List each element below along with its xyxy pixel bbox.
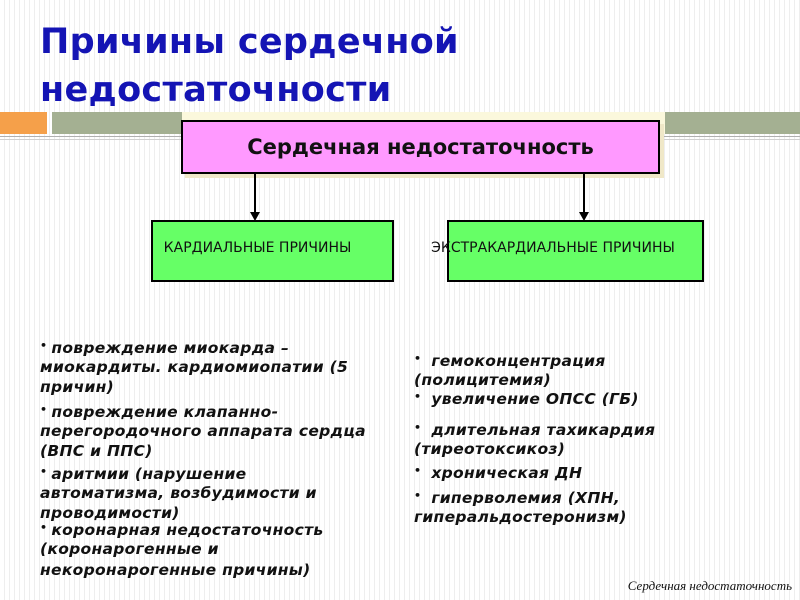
list-item-text: некоронарогенные причины) bbox=[40, 561, 311, 579]
accent-bar-green-right bbox=[665, 112, 800, 134]
list-item-text: гемоконцентрация bbox=[431, 352, 606, 370]
list-item-text: повреждение клапанно- bbox=[51, 403, 279, 421]
slide-footer: Сердечная недостаточность bbox=[627, 578, 792, 593]
list-item-text: перегородочного аппарата сердца bbox=[40, 422, 366, 440]
accent-bar-green-left bbox=[52, 112, 182, 134]
arrow-down-icon bbox=[250, 212, 260, 221]
list-item-text: проводимости) bbox=[40, 504, 180, 522]
list-item-text: гиперальдостеронизм) bbox=[414, 508, 627, 526]
list-item-line: •коронарная недостаточность bbox=[40, 518, 323, 540]
list-item-line: гиперальдостеронизм) bbox=[414, 507, 627, 527]
list-item-text: (ВПС и ППС) bbox=[40, 442, 153, 460]
bullet-icon: • bbox=[414, 421, 422, 434]
list-item-line: миокардиты. кардиомиопатии (5 bbox=[40, 357, 348, 377]
bullet-icon: • bbox=[40, 339, 48, 352]
bullet-icon: • bbox=[40, 465, 48, 478]
list-item-text: (тиреотоксикоз) bbox=[414, 440, 566, 458]
bullet-icon: • bbox=[414, 390, 422, 403]
list-item-text: (полицитемия) bbox=[414, 371, 551, 389]
cardiac-causes-box: КАРДИАЛЬНЫЕ ПРИЧИНЫ bbox=[151, 220, 394, 282]
slide-title-line1: Причины сердечной bbox=[40, 22, 459, 62]
extracardiac-causes-label: ЭКСТРАКАРДИАЛЬНЫЕ ПРИЧИНЫ bbox=[431, 240, 675, 256]
list-item-text: коронарная недостаточность bbox=[51, 521, 324, 539]
list-item-text: гиперволемия (ХПН, bbox=[431, 489, 621, 507]
list-item-line: • гемоконцентрация bbox=[414, 349, 606, 371]
list-item-text: аритмии (нарушение bbox=[51, 465, 247, 483]
list-item-line: (тиреотоксикоз) bbox=[414, 439, 565, 459]
list-item-line: проводимости) bbox=[40, 503, 180, 523]
slide-title-line2: недостаточности bbox=[40, 70, 392, 110]
list-item-text: повреждение миокарда – bbox=[51, 339, 290, 357]
list-item-line: перегородочного аппарата сердца bbox=[40, 421, 366, 441]
list-item-line: •повреждение миокарда – bbox=[40, 336, 289, 358]
list-item-line: (полицитемия) bbox=[414, 370, 551, 390]
list-item-line: • длительная тахикардия bbox=[414, 418, 655, 440]
list-item-line: • хроническая ДН bbox=[414, 461, 582, 483]
list-item-text: миокардиты. кардиомиопатии (5 bbox=[40, 358, 349, 376]
list-item-text: хроническая ДН bbox=[431, 464, 583, 482]
extracardiac-causes-box: ЭКСТРАКАРДИАЛЬНЫЕ ПРИЧИНЫ bbox=[431, 220, 704, 282]
list-item-line: автоматизма, возбудимости и bbox=[40, 483, 317, 503]
list-item-text: длительная тахикардия bbox=[431, 421, 656, 439]
list-item-text: автоматизма, возбудимости и bbox=[40, 484, 317, 502]
list-item-line: • увеличение ОПСС (ГБ) bbox=[414, 387, 639, 409]
cardiac-causes-label: КАРДИАЛЬНЫЕ ПРИЧИНЫ bbox=[163, 240, 352, 256]
list-item-text: увеличение ОПСС (ГБ) bbox=[431, 390, 639, 408]
connector-line-left bbox=[254, 174, 256, 214]
list-item-line: некоронарогенные причины) bbox=[40, 560, 310, 580]
accent-bar-orange bbox=[0, 112, 47, 134]
arrow-down-icon bbox=[579, 212, 589, 221]
bullet-icon: • bbox=[40, 521, 48, 534]
list-item-line: (ВПС и ППС) bbox=[40, 441, 153, 461]
bullet-icon: • bbox=[414, 464, 422, 477]
list-item-line: •аритмии (нарушение bbox=[40, 462, 246, 484]
bullet-icon: • bbox=[40, 403, 48, 416]
list-item-line: •повреждение клапанно- bbox=[40, 400, 278, 422]
bullet-icon: • bbox=[414, 489, 422, 502]
main-concept-box: Сердечная недостаточность bbox=[181, 120, 660, 174]
list-item-text: (коронарогенные и bbox=[40, 540, 219, 558]
list-item-line: • гиперволемия (ХПН, bbox=[414, 486, 620, 508]
list-item-line: причин) bbox=[40, 377, 114, 397]
bullet-icon: • bbox=[414, 352, 422, 365]
list-item-line: (коронарогенные и bbox=[40, 539, 219, 559]
connector-line-right bbox=[583, 174, 585, 214]
list-item-text: причин) bbox=[40, 378, 115, 396]
